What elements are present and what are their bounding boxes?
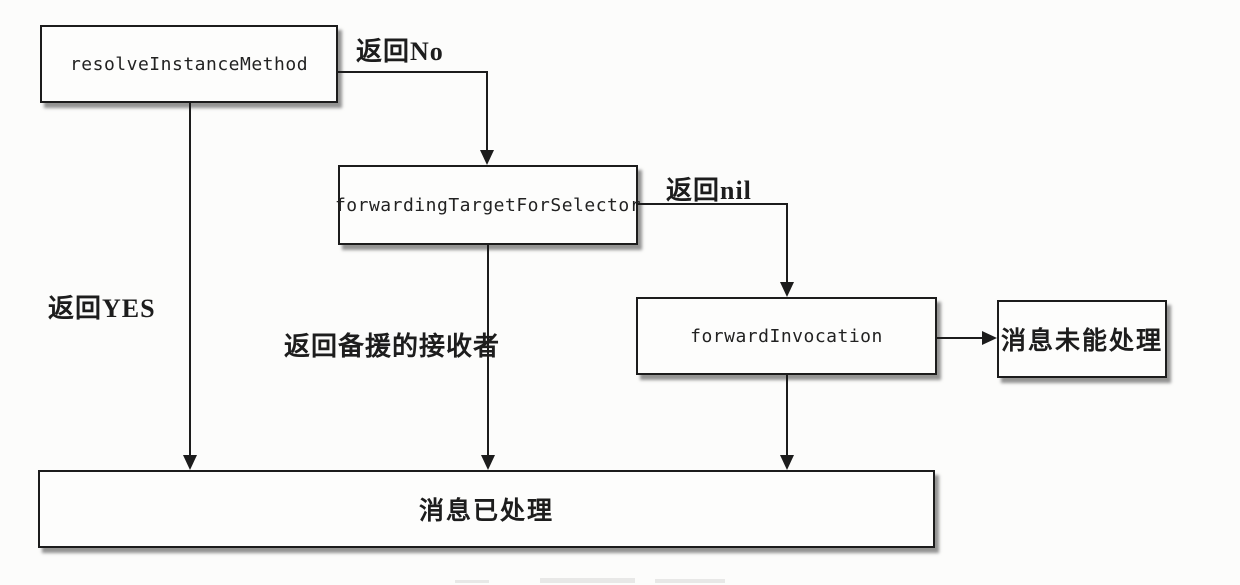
box-message-handled-label: 消息已处理: [418, 498, 554, 525]
arrowhead-right-icon: [982, 331, 997, 345]
edge-label-return-backup-receiver: 返回备援的接收者: [284, 332, 501, 361]
edge-label-return-yes: 返回YES: [48, 294, 156, 323]
edge-label-return-nil: 返回nil: [666, 176, 752, 205]
box-message-handled: 消息已处理: [38, 470, 935, 548]
edge-return-backup-vertical-line: [487, 245, 489, 457]
box-message-unhandled: 消息未能处理: [997, 300, 1167, 378]
arrowhead-down-icon: [780, 455, 794, 470]
box-resolve-instance-method: resolveInstanceMethod: [40, 25, 338, 103]
edge-return-nil-horizontal-line: [638, 203, 788, 205]
arrowhead-down-icon: [780, 282, 794, 297]
box-resolve-instance-method-label: resolveInstanceMethod: [69, 53, 309, 75]
arrowhead-down-icon: [481, 455, 495, 470]
box-forward-invocation-label: forwardInvocation: [690, 325, 883, 347]
edge-return-yes-vertical-line: [189, 103, 191, 457]
box-forwarding-target-for-selector: forwardingTargetForSelector: [334, 165, 642, 245]
edge-message-unhandled-horizontal-line: [937, 337, 984, 339]
edge-label-return-no: 返回No: [356, 37, 444, 66]
edge-return-no-horizontal-line: [338, 71, 488, 73]
edge-forward-invocation-down-line: [786, 375, 788, 457]
arrowhead-down-icon: [480, 150, 494, 165]
edge-return-nil-vertical-line: [786, 203, 788, 284]
edge-return-no-vertical-line: [486, 71, 488, 152]
box-forwarding-target-for-selector-label: forwardingTargetForSelector: [334, 194, 642, 216]
arrowhead-down-icon: [183, 455, 197, 470]
box-forward-invocation: forwardInvocation: [636, 297, 937, 375]
box-message-unhandled-label: 消息未能处理: [1000, 328, 1163, 355]
